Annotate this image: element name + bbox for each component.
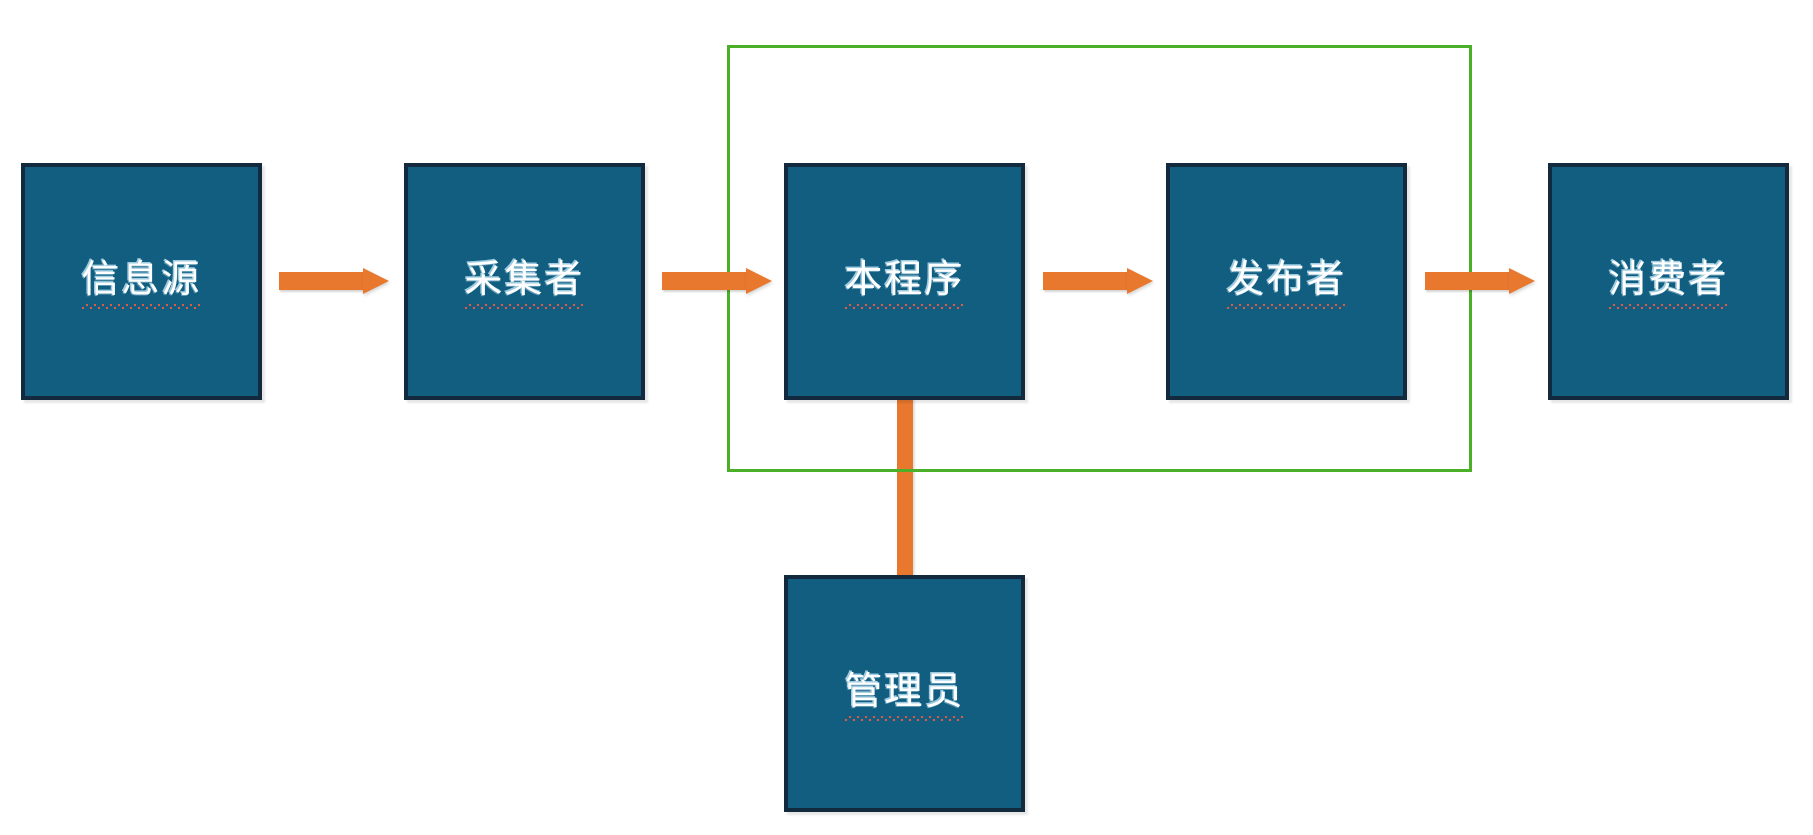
arrow-head-icon <box>1127 268 1153 294</box>
node-label-collector: 采集者 <box>464 259 585 310</box>
node-label-program: 本程序 <box>844 259 965 310</box>
connector-program-to-admin <box>897 400 913 576</box>
arrow-source-to-collector <box>279 268 389 294</box>
node-collector[interactable]: 采集者 <box>404 163 645 400</box>
node-label-source: 信息源 <box>81 259 202 310</box>
node-label-consumer: 消费者 <box>1608 259 1729 310</box>
arrow-shaft <box>279 272 363 290</box>
node-publisher[interactable]: 发布者 <box>1166 163 1407 400</box>
arrow-shaft <box>662 272 746 290</box>
node-admin[interactable]: 管理员 <box>784 575 1025 812</box>
arrow-shaft <box>1425 272 1509 290</box>
node-consumer[interactable]: 消费者 <box>1548 163 1789 400</box>
node-label-admin: 管理员 <box>844 671 965 722</box>
arrow-publisher-to-consumer <box>1425 268 1535 294</box>
node-label-publisher: 发布者 <box>1226 259 1347 310</box>
arrow-shaft <box>1043 272 1127 290</box>
group-boundary-rect <box>727 45 1472 472</box>
arrow-head-icon <box>1509 268 1535 294</box>
arrow-head-icon <box>363 268 389 294</box>
arrow-collector-to-program <box>662 268 772 294</box>
node-program[interactable]: 本程序 <box>784 163 1025 400</box>
node-source[interactable]: 信息源 <box>21 163 262 400</box>
arrow-head-icon <box>746 268 772 294</box>
arrow-program-to-publisher <box>1043 268 1153 294</box>
